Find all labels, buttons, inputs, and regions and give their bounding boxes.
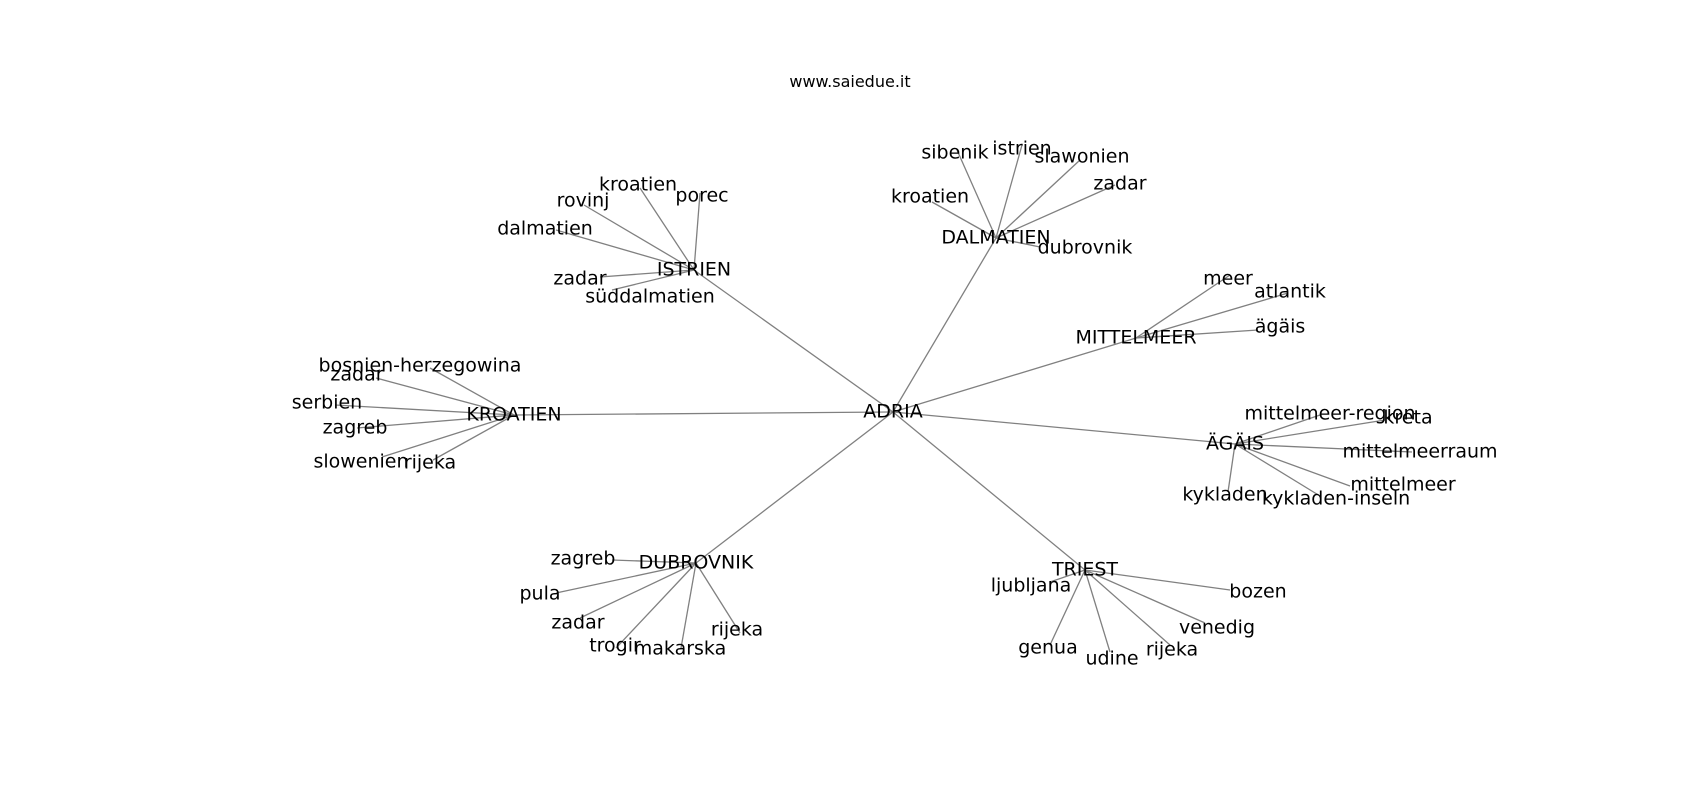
edge-dalmatien-istrien: [995, 144, 1023, 239]
edge-kroatien-serbien: [334, 404, 515, 416]
hub-node-agais: ÄGÄIS: [1206, 432, 1264, 455]
edge-mittelmeer-meer: [1135, 274, 1231, 339]
edge-triest-genua: [1049, 569, 1086, 646]
edge-dalmatien-dubrovnik: [995, 237, 1041, 248]
node-label-istrien-kroatien: kroatien: [599, 174, 677, 196]
edge-istrien-kroatien: [639, 187, 695, 271]
node-label-istrien-suddalmatien: süddalmatien: [585, 286, 715, 308]
edge-adria-istrien: [693, 269, 894, 413]
node-label-agais-mittelmeer: mittelmeer: [1350, 474, 1456, 496]
node-label-kroatien-slowenien: slowenien: [313, 451, 408, 473]
edge-kroatien-zadar: [375, 377, 515, 416]
node-label-mittelmeer-atlantik: atlantik: [1254, 281, 1326, 303]
edge-dalmatien-kroatien: [931, 201, 997, 239]
edge-dubrovnik-zagreb: [611, 559, 697, 564]
edge-dubrovnik-pula: [555, 562, 697, 594]
edge-dalmatien-zadar: [995, 184, 1116, 239]
edge-adria-dalmatien: [892, 237, 997, 413]
node-label-triest-rijeka: rijeka: [1146, 639, 1198, 661]
hub-node-dalmatien: DALMATIEN: [941, 227, 1050, 249]
edge-dubrovnik-zadar: [579, 562, 697, 619]
edge-triest-udine: [1084, 569, 1111, 653]
edge-istrien-zadar: [599, 269, 695, 278]
hub-node-triest: TRIEST: [1051, 559, 1118, 581]
edge-adria-agais: [892, 411, 1236, 445]
node-label-dalmatien-dubrovnik: dubrovnik: [1038, 237, 1133, 259]
edge-triest-venedig: [1084, 569, 1206, 624]
edge-istrien-dalmatien: [555, 229, 695, 271]
edge-agais-mittelmeer: [1234, 443, 1351, 487]
edge-istrien-rovinj: [583, 204, 695, 271]
node-label-mittelmeer-meer: meer: [1203, 268, 1253, 290]
edge-agais-mittelmeerraum: [1234, 443, 1413, 453]
node-label-kroatien-zagreb: zagreb: [323, 417, 388, 439]
edge-kroatien-bosnien: [429, 367, 515, 416]
node-label-mittelmeer-agais: ägäis: [1255, 316, 1306, 338]
edge-agais-mittelmeer-region: [1234, 414, 1321, 445]
node-label-dubrovnik-pula: pula: [519, 583, 560, 605]
edge-dubrovnik-trogir: [615, 562, 697, 649]
edge-dalmatien-sibenik: [956, 149, 997, 239]
node-label-dalmatien-sibenik: sibenik: [921, 142, 988, 164]
node-label-dubrovnik-zagreb: zagreb: [551, 548, 616, 570]
node-label-kroatien-zadar: zadar: [330, 364, 383, 386]
node-label-triest-venedig: venedig: [1179, 617, 1255, 639]
edge-mittelmeer-atlantik: [1135, 292, 1289, 339]
edge-adria-dubrovnik: [695, 411, 894, 564]
hub-node-kroatien: KROATIEN: [466, 404, 561, 426]
edge-dubrovnik-rijeka: [695, 562, 741, 634]
node-label-dalmatien-slawonien: slawonien: [1034, 146, 1129, 168]
hub-node-mittelmeer: MITTELMEER: [1075, 327, 1196, 349]
edge-triest-ljubljana: [1049, 569, 1086, 583]
node-label-kroatien-rijeka: rijeka: [404, 452, 456, 474]
node-label-agais-kreta: kreta: [1383, 407, 1432, 429]
edge-kroatien-rijeka: [432, 414, 515, 461]
edge-mittelmeer-agais: [1135, 329, 1259, 339]
node-label-istrien-rovinj: rovinj: [557, 190, 610, 212]
node-label-agais-kykladen-inseln: kykladen-inseln: [1262, 488, 1410, 510]
hub-node-istrien: ISTRIEN: [657, 259, 731, 281]
node-label-istrien-porec: porec: [675, 185, 728, 207]
node-label-kroatien-bosnien: bosnien-herzegowina: [319, 355, 522, 377]
edge-kroatien-zagreb: [356, 414, 515, 429]
edge-triest-rijeka: [1084, 569, 1171, 646]
node-label-triest-ljubljana: ljubljana: [991, 575, 1072, 597]
site-title: www.saiedue.it: [789, 72, 911, 91]
root-node-adria: ADRIA: [863, 401, 922, 423]
edge-agais-kykladen-inseln: [1234, 443, 1321, 497]
node-label-triest-udine: udine: [1085, 648, 1138, 670]
edge-triest-bozen: [1084, 569, 1231, 591]
edge-agais-kreta: [1234, 419, 1386, 445]
edge-istrien-suddalmatien: [611, 269, 695, 291]
node-label-dubrovnik-trogir: trogir: [589, 635, 641, 657]
node-label-dalmatien-zadar: zadar: [1093, 173, 1146, 195]
edge-kroatien-slowenien: [381, 414, 515, 458]
node-label-istrien-zadar: zadar: [553, 268, 606, 290]
edge-istrien-porec: [693, 192, 701, 271]
edge-agais-kykladen: [1227, 443, 1236, 493]
edge-dubrovnik-makarska: [680, 562, 697, 649]
node-label-dubrovnik-makarska: makarska: [634, 638, 727, 660]
edge-dalmatien-slawonien: [995, 159, 1081, 239]
node-label-kroatien-serbien: serbien: [292, 392, 362, 414]
node-label-triest-genua: genua: [1018, 637, 1077, 659]
node-label-dubrovnik-rijeka: rijeka: [711, 619, 763, 641]
edge-layer: [334, 144, 1413, 653]
edge-adria-mittelmeer: [892, 337, 1137, 413]
hub-node-dubrovnik: DUBROVNIK: [639, 552, 754, 574]
edge-adria-triest: [892, 411, 1086, 571]
edge-adria-kroatien: [513, 411, 894, 416]
node-label-dalmatien-istrien: istrien: [992, 138, 1051, 160]
node-label-agais-kykladen: kykladen: [1182, 484, 1267, 506]
node-label-dubrovnik-zadar: zadar: [551, 612, 604, 634]
node-label-agais-mittelmeerraum: mittelmeerraum: [1342, 441, 1497, 463]
node-label-triest-bozen: bozen: [1229, 581, 1286, 603]
node-label-agais-mittelmeer-region: mittelmeer-region: [1244, 403, 1415, 425]
node-label-dalmatien-kroatien: kroatien: [891, 186, 969, 208]
node-label-istrien-dalmatien: dalmatien: [497, 218, 593, 240]
